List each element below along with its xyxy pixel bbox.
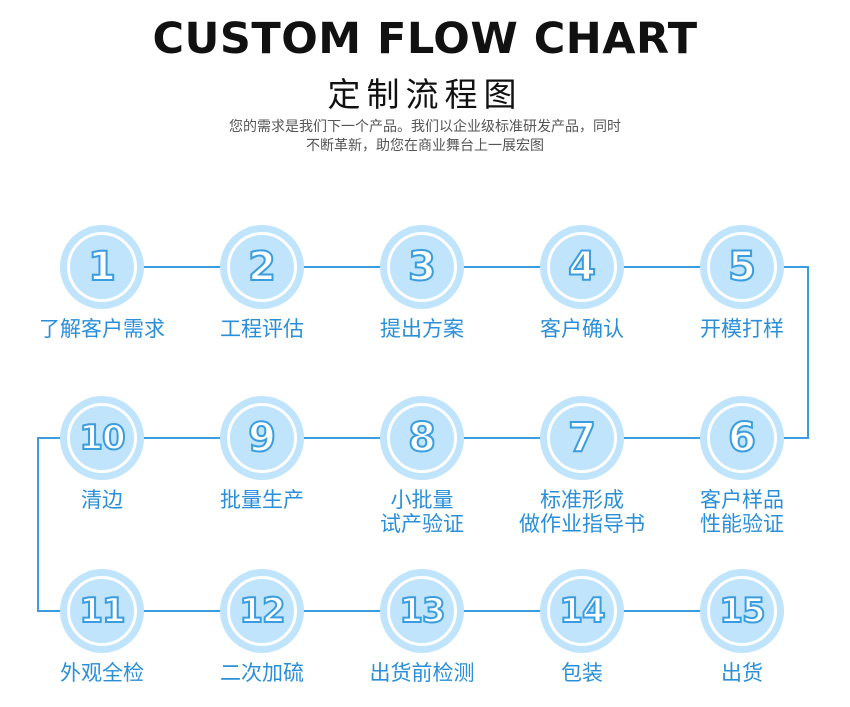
step-number: 15: [718, 590, 766, 632]
step-circle: 4: [540, 225, 624, 309]
step-number: 8: [407, 414, 437, 462]
step-label: 小批量试产验证: [380, 488, 464, 536]
step-number: 9: [247, 414, 277, 462]
step-circle: 3: [380, 225, 464, 309]
step-number: 13: [398, 590, 446, 632]
step-number: 10: [78, 417, 126, 459]
step-label: 出货: [721, 661, 763, 685]
step-label: 工程评估: [220, 317, 304, 341]
subtitle-line-2: 不断革新，助您在商业舞台上一展宏图: [306, 138, 544, 154]
step-circle: 2: [220, 225, 304, 309]
step-number: 6: [727, 414, 757, 462]
step-circle: 10: [60, 396, 144, 480]
step-label: 包装: [561, 661, 603, 685]
step-number: 5: [727, 243, 757, 291]
step-number: 7: [567, 414, 597, 462]
step-label: 提出方案: [380, 317, 464, 341]
step-label: 开模打样: [700, 317, 784, 341]
step-number: 1: [87, 243, 117, 291]
step-label: 二次加硫: [220, 661, 304, 685]
step-number: 11: [78, 590, 126, 632]
step-label: 客户确认: [540, 317, 624, 341]
page-subtitle: 您的需求是我们下一个产品。我们以企业级标准研发产品，同时 不断革新，助您在商业舞…: [0, 118, 850, 156]
step-circle: 1: [60, 225, 144, 309]
step-label: 出货前检测: [369, 661, 475, 685]
connector-10-11: [37, 437, 62, 612]
step-circle: 13: [380, 569, 464, 653]
step-circle: 5: [700, 225, 784, 309]
step-label: 客户样品性能验证: [700, 488, 784, 536]
step-label: 标准形成做作业指导书: [519, 488, 645, 536]
step-label: 外观全检: [60, 661, 144, 685]
step-circle: 7: [540, 396, 624, 480]
step-circle: 12: [220, 569, 304, 653]
page-title-en: CUSTOM FLOW CHART: [152, 14, 698, 64]
step-number: 14: [558, 590, 606, 632]
step-circle: 8: [380, 396, 464, 480]
step-circle: 9: [220, 396, 304, 480]
step-label: 批量生产: [220, 488, 304, 512]
step-circle: 6: [700, 396, 784, 480]
subtitle-line-1: 您的需求是我们下一个产品。我们以企业级标准研发产品，同时: [229, 119, 621, 135]
step-circle: 15: [700, 569, 784, 653]
step-number: 2: [247, 243, 277, 291]
step-number: 3: [407, 243, 437, 291]
step-circle: 11: [60, 569, 144, 653]
step-label: 了解客户需求: [39, 317, 165, 341]
page-title-cn: 定制流程图: [327, 75, 523, 114]
step-number: 4: [567, 243, 597, 291]
step-circle: 14: [540, 569, 624, 653]
step-number: 12: [238, 590, 286, 632]
step-label: 清边: [81, 488, 123, 512]
connector-5-6: [782, 266, 809, 439]
